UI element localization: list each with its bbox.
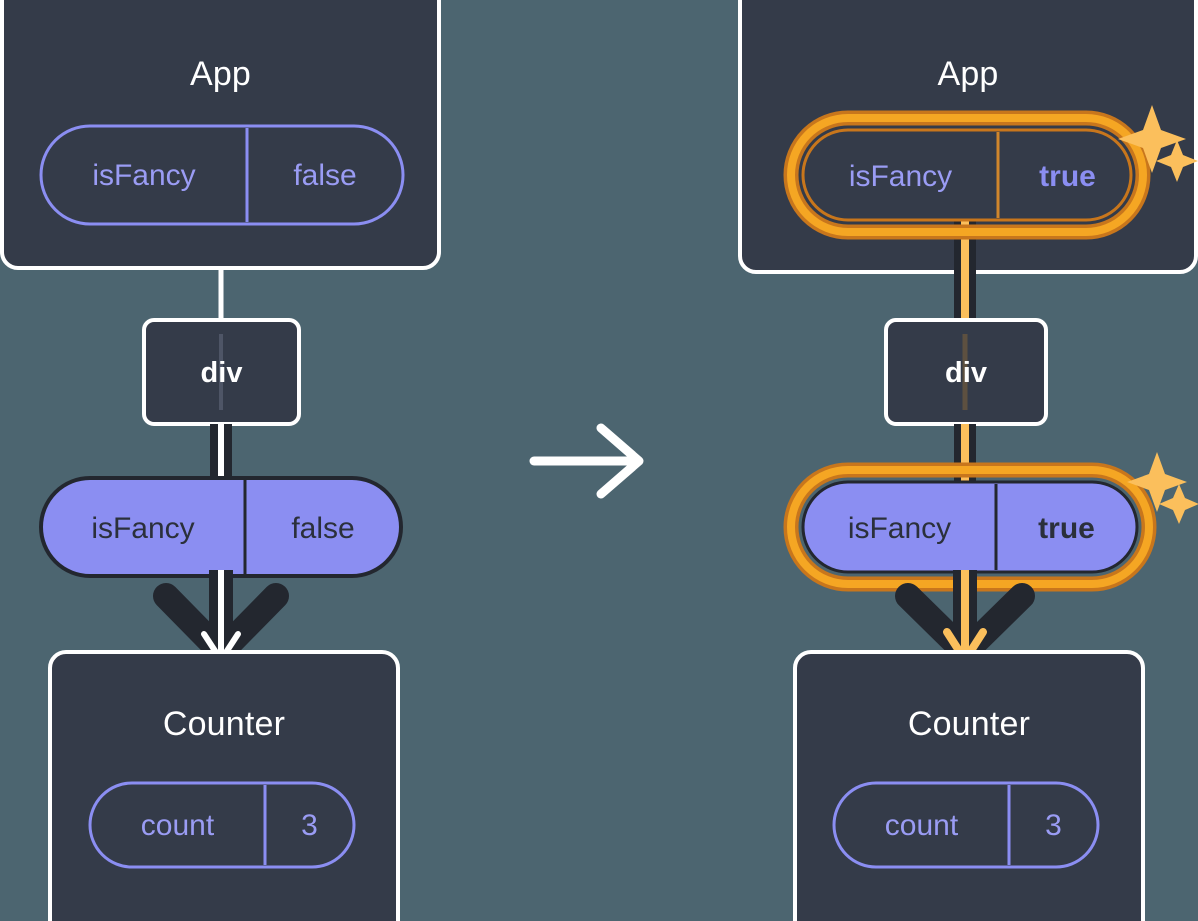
div-box-right <box>884 318 1048 426</box>
app-pill-left <box>39 124 405 226</box>
counter-box-right <box>793 650 1145 921</box>
counter-pill-right <box>832 781 1100 869</box>
app-box-left <box>0 0 441 270</box>
app-pill-highlight-right <box>783 110 1151 240</box>
prop-pill-right <box>783 462 1157 592</box>
sparkle-icon-app-right <box>1118 105 1198 182</box>
counter-box-left <box>48 650 400 921</box>
counter-pill-left <box>88 781 356 869</box>
prop-pill-left <box>39 476 403 578</box>
sparkle-icon-pill-right <box>1127 452 1198 524</box>
div-box-left <box>142 318 301 426</box>
arrow-pill-to-counter-left <box>153 570 289 665</box>
right-arrow-icon <box>529 423 644 499</box>
